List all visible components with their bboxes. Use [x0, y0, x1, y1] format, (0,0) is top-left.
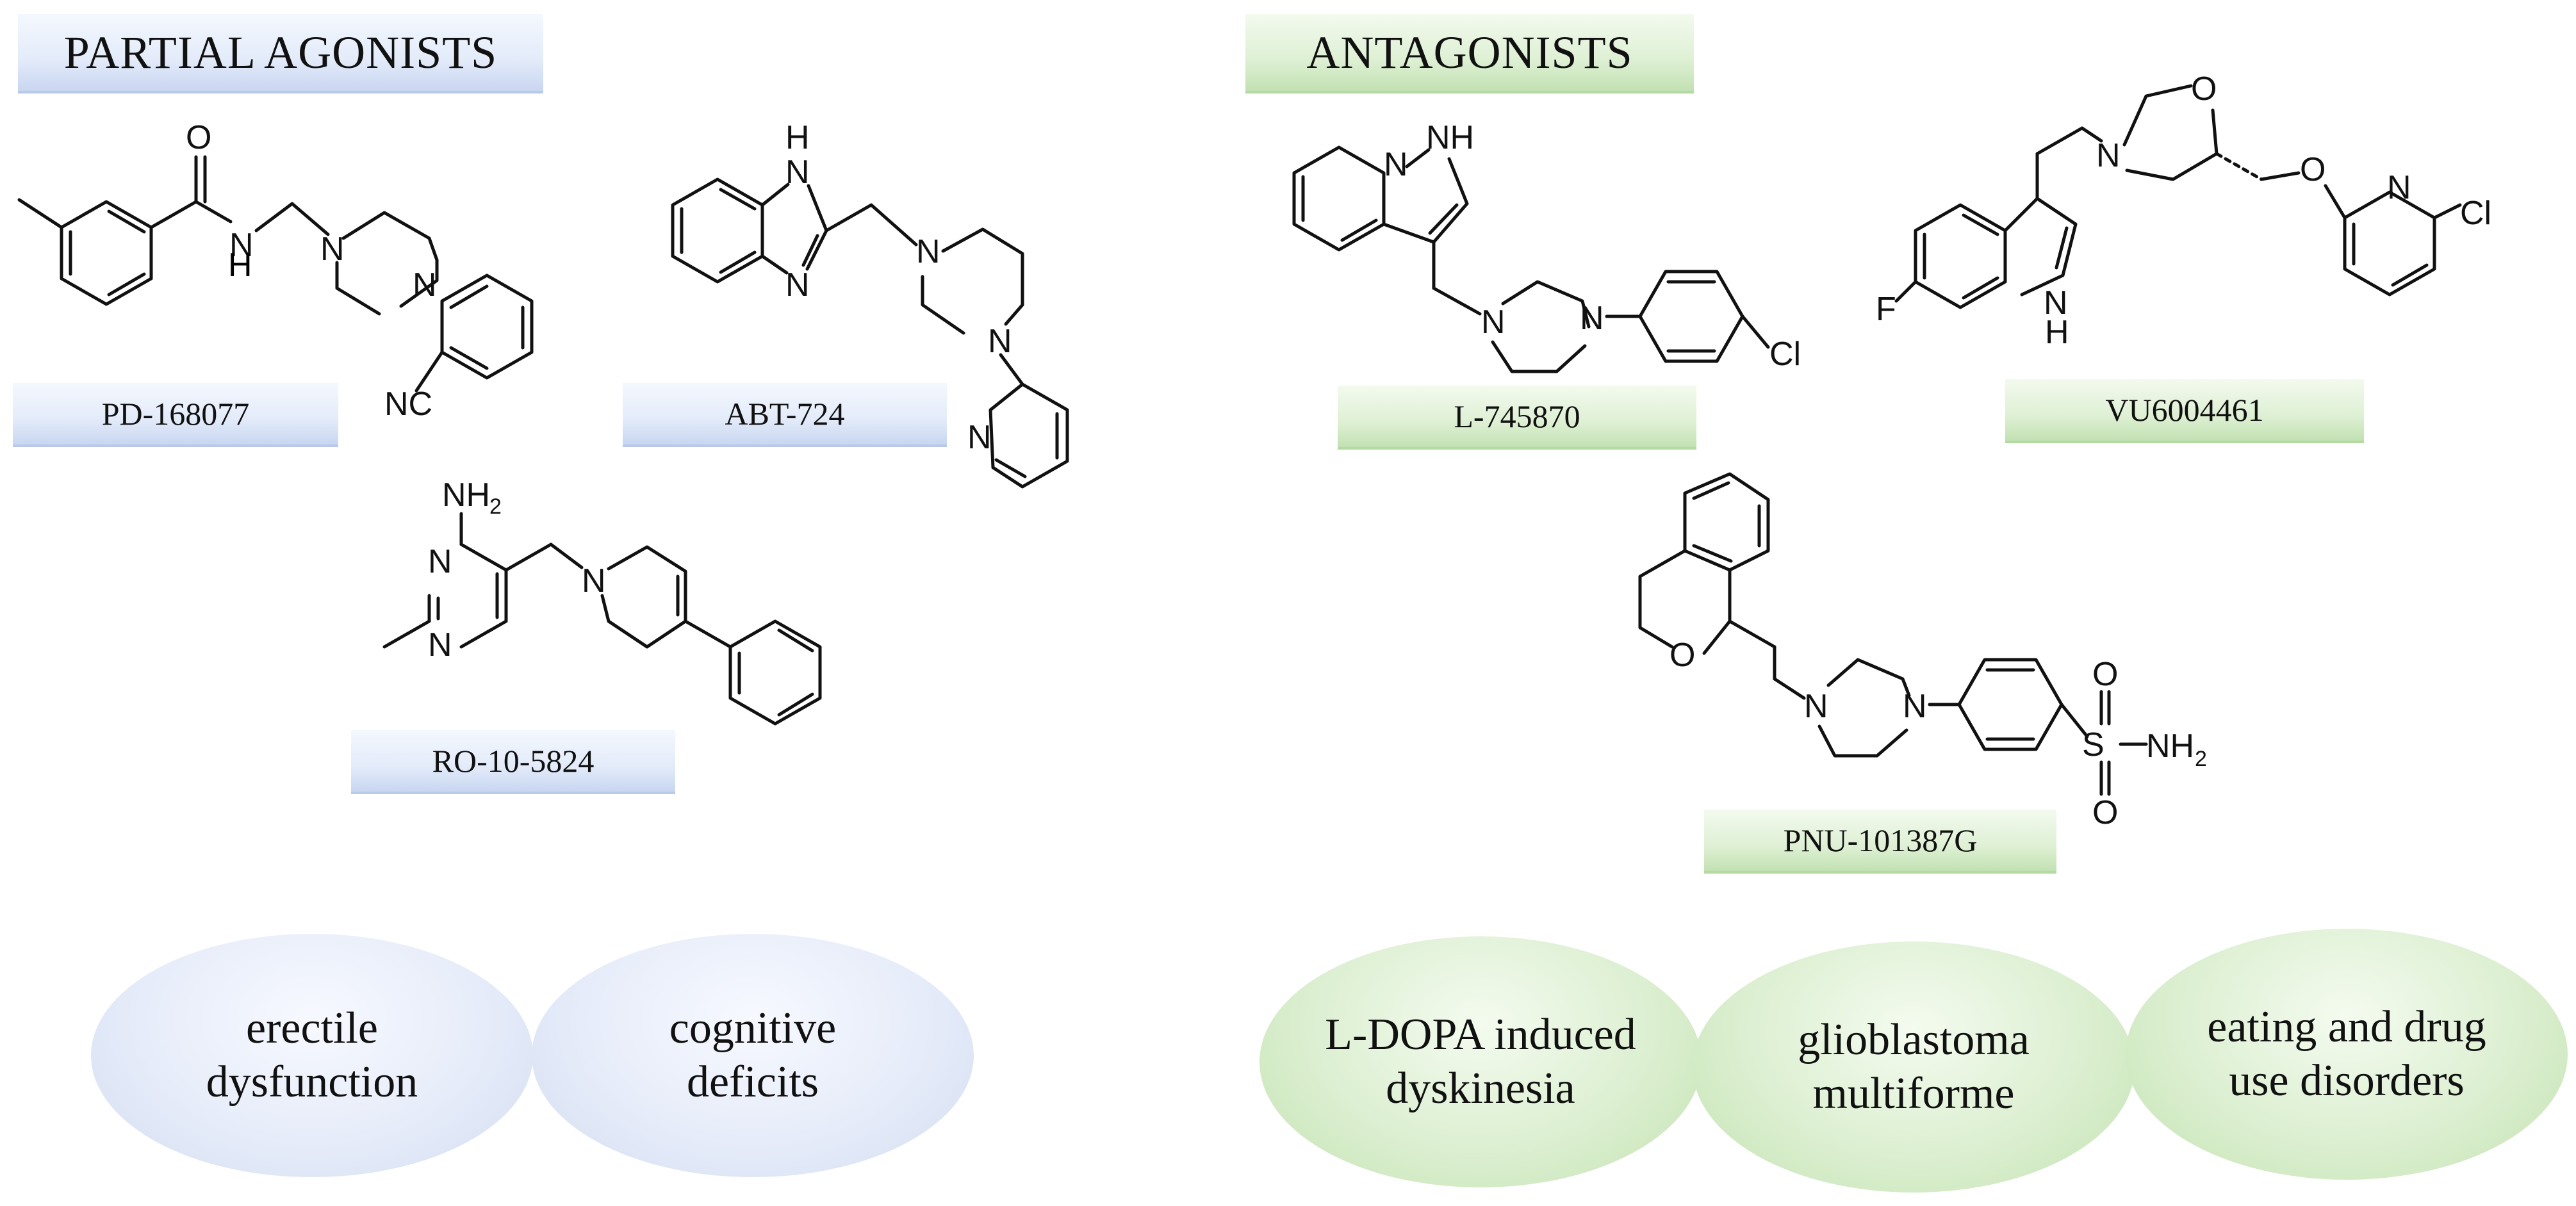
structure-abt-724: N H N N N N	[671, 119, 1069, 489]
ldopa-line2: dyskinesia	[1386, 1064, 1575, 1113]
pd-h-atom: H	[228, 247, 252, 284]
partial-agonists-title: PARTIAL AGONISTS	[63, 26, 498, 78]
ro-nh2-atom: NH	[442, 477, 490, 514]
structure-vu6004461: F N H N O O N Cl	[1876, 70, 2491, 351]
vu-f-atom: F	[1876, 291, 1896, 328]
indication-eating-drug-use-disorders: eating and drug use disorders	[2126, 929, 2568, 1180]
indication-cognitive-deficits: cognitive deficits	[532, 934, 974, 1177]
pnu-n2-atom: N	[1903, 688, 1927, 725]
glio-line2: multiforme	[1812, 1069, 2015, 1118]
label-pnu-101387g: PNU-101387G	[1704, 810, 2056, 874]
ro-n2-atom: N	[428, 626, 452, 664]
abt-pyr-n-atom: N	[967, 419, 992, 456]
vu-cl-atom: Cl	[2460, 195, 2491, 232]
label-pnu-101387g-text: PNU-101387G	[1783, 822, 1978, 858]
vu-nh-n-atom: N	[2044, 284, 2068, 322]
abt-nh-atom: N	[785, 154, 810, 191]
structure-pd-168077: O N N N NC	[17, 119, 534, 423]
antagonists-header: ANTAGONISTS	[1245, 14, 1694, 94]
indication-glioblastoma-multiforme: glioblastoma multiforme	[1693, 941, 2135, 1193]
label-abt-724: ABT-724	[623, 383, 947, 447]
partial-agonists-header: PARTIAL AGONISTS	[18, 14, 543, 94]
ldopa-line1: L-DOPA induced	[1325, 1010, 1636, 1059]
label-ro-10-5824: RO-10-5824	[351, 730, 675, 794]
cognitive-line1: cognitive	[669, 1004, 837, 1053]
pnu-o3-atom: O	[2092, 794, 2118, 831]
pnu-n1-atom: N	[1804, 688, 1828, 725]
indication-l-dopa-dyskinesia: L-DOPA induced dyskinesia	[1259, 936, 1702, 1187]
vu-n-atom: N	[2096, 137, 2121, 174]
pnu-o2-atom: O	[2092, 656, 2118, 693]
eating-line2: use disorders	[2229, 1056, 2465, 1105]
l745-cl-atom: Cl	[1769, 336, 1801, 373]
label-abt-724-text: ABT-724	[725, 396, 845, 432]
vu-nh-h-atom: H	[2045, 314, 2069, 351]
structure-ro-10-5824: NH 2 N N N	[382, 477, 822, 726]
l745-n3-atom: N	[1580, 300, 1604, 337]
label-vu6004461: VU6004461	[2005, 379, 2364, 443]
structure-pnu-101387g: O N N S O O NH 2	[1638, 472, 2207, 831]
indication-erectile-dysfunction: erectile dysfunction	[91, 934, 533, 1177]
erectile-line1: erectile	[246, 1004, 378, 1053]
pd-o-atom: O	[186, 119, 211, 156]
pd-nc-atom: NC	[384, 386, 432, 423]
antagonists-title: ANTAGONISTS	[1306, 26, 1633, 78]
structure-l-745870: N NH N N Cl	[1292, 119, 1801, 373]
vu-o1-atom: O	[2191, 70, 2217, 108]
vu-pyr-n-atom: N	[2387, 169, 2411, 206]
label-pd-168077-text: PD-168077	[101, 396, 250, 432]
abt-h-atom: H	[785, 119, 810, 156]
pd-nh-n: N	[229, 227, 254, 264]
eating-line1: eating and drug	[2207, 1002, 2486, 1052]
abt-n3-atom: N	[916, 233, 940, 270]
label-pd-168077: PD-168077	[13, 383, 338, 447]
ro-n1-atom: N	[428, 543, 452, 580]
l745-n1-atom: N	[1384, 146, 1408, 183]
erectile-line2: dysfunction	[206, 1057, 418, 1107]
pnu-nh2-atom: NH	[2146, 728, 2194, 765]
pnu-s-atom: S	[2082, 726, 2104, 763]
pnu-nh2-sub: 2	[2195, 747, 2207, 771]
ro-nh2-sub: 2	[489, 494, 502, 519]
abt-n2-atom: N	[785, 266, 810, 304]
label-l-745870-text: L-745870	[1454, 398, 1580, 434]
pd-n1-atom: N	[320, 231, 345, 268]
cognitive-line2: deficits	[686, 1057, 819, 1107]
label-l-745870: L-745870	[1338, 386, 1696, 450]
vu-o2-atom: O	[2300, 151, 2326, 188]
l745-n2-atom: N	[1481, 304, 1505, 341]
label-ro-10-5824-text: RO-10-5824	[432, 743, 595, 779]
label-vu6004461-text: VU6004461	[2105, 392, 2264, 428]
l745-nh-atom: NH	[1426, 119, 1474, 156]
ro-n3-atom: N	[582, 562, 606, 599]
pnu-o-atom: O	[1669, 637, 1695, 674]
glio-line1: glioblastoma	[1798, 1015, 2030, 1064]
pd-n2-atom: N	[413, 266, 437, 304]
